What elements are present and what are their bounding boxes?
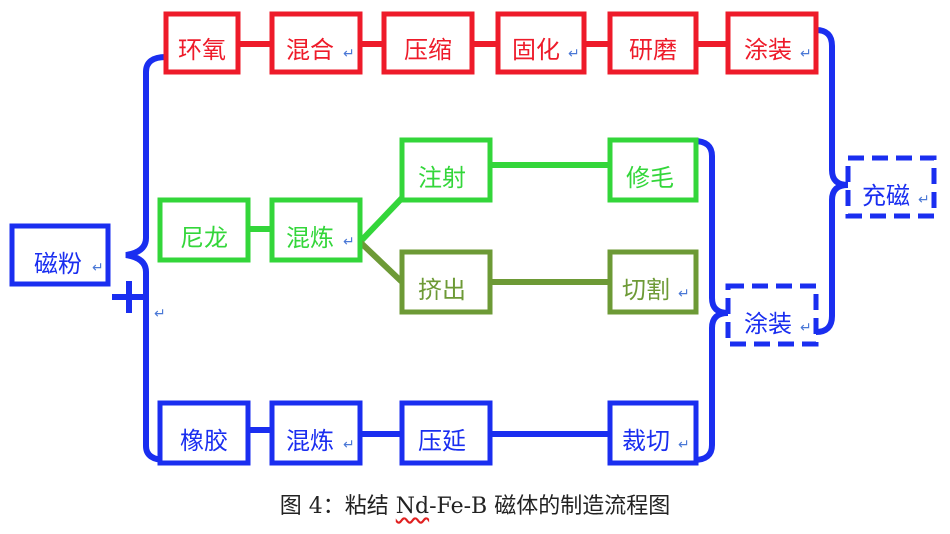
node-box-coating-mid [725, 283, 819, 347]
node-box-epoxy [163, 11, 241, 75]
node-box-rubber [157, 400, 251, 466]
node-label-coating-top: 涂装 [744, 36, 792, 64]
node-box-calendering [399, 400, 493, 466]
figure-caption: 图 4：粘结 Nd-Fe-B 磁体的制造流程图 [0, 488, 950, 520]
node-box-nylon [157, 197, 251, 263]
node-label-epoxy: 环氧 [178, 36, 226, 64]
node-label-magnetize: 充磁 [862, 182, 910, 210]
node-label-nylon: 尼龙 [180, 224, 228, 252]
enter-mark-plus: ↵ [154, 306, 166, 322]
enter-mark-coating-mid: ↵ [800, 320, 812, 336]
node-box-grinding [607, 11, 699, 75]
node-box-pressing [381, 11, 475, 75]
node-label-cutting-1: 切割 [622, 276, 670, 304]
node-label-curing: 固化 [512, 36, 560, 64]
left-brace [125, 54, 167, 463]
node-label-rubber: 橡胶 [180, 427, 228, 455]
node-box-powder [9, 223, 111, 287]
node-box-extrusion [399, 249, 493, 315]
node-box-coating-top [725, 11, 819, 75]
caption-suffix: -Fe-B 磁体的制造流程图 [429, 494, 671, 519]
connectors [112, 27, 849, 463]
node-label-trimming: 修毛 [626, 164, 674, 192]
enter-mark-mixing-2: ↵ [343, 234, 355, 250]
node-box-curing [495, 11, 587, 75]
enter-mark-mixing-1: ↵ [343, 46, 355, 62]
node-label-extrusion: 挤出 [418, 276, 466, 304]
node-label-mixing-3: 混炼 [286, 427, 334, 455]
node-label-injection: 注射 [418, 164, 466, 192]
connector-mix-inject [357, 195, 405, 245]
node-label-coating-mid: 涂装 [744, 310, 792, 338]
node-label-mixing-2: 混炼 [286, 224, 334, 252]
node-box-mixing-1 [269, 11, 363, 75]
node-box-trimming [607, 137, 699, 203]
enter-mark-cutting-2: ↵ [678, 437, 690, 453]
caption-prefix: 图 4：粘结 [279, 494, 396, 519]
caption-squiggle-word: Nd [395, 494, 430, 519]
enter-mark-powder: ↵ [92, 260, 104, 276]
node-box-cutting-2 [607, 400, 699, 466]
node-label-grinding: 研磨 [629, 36, 677, 64]
node-box-injection [399, 137, 493, 203]
node-box-magnetize [845, 155, 937, 219]
node-label-cutting-2: 裁切 [622, 427, 670, 455]
node-label-powder: 磁粉 [34, 250, 82, 278]
node-label-mixing-1: 混合 [286, 36, 334, 64]
enter-mark-cutting-1: ↵ [678, 286, 690, 302]
enter-mark-mixing-3: ↵ [343, 437, 355, 453]
boxes: 磁粉 ↵ 环氧 混合 ↵ 压缩 固化 ↵ 研磨 涂装 ↵ 充磁 ↵ 尼龙 混炼 … [9, 11, 937, 466]
node-label-calendering: 压延 [418, 427, 466, 455]
node-box-mixing-2 [269, 197, 363, 263]
enter-mark-coating-top: ↵ [800, 46, 812, 62]
node-label-pressing: 压缩 [404, 36, 452, 64]
node-box-cutting-1 [607, 249, 699, 315]
enter-mark-curing: ↵ [568, 46, 580, 62]
enter-mark-magnetize: ↵ [918, 192, 930, 208]
connector-mix-extrude [357, 239, 405, 285]
node-box-mixing-3 [269, 400, 363, 466]
right-brace-lower [693, 138, 729, 463]
right-brace-upper [815, 27, 849, 335]
